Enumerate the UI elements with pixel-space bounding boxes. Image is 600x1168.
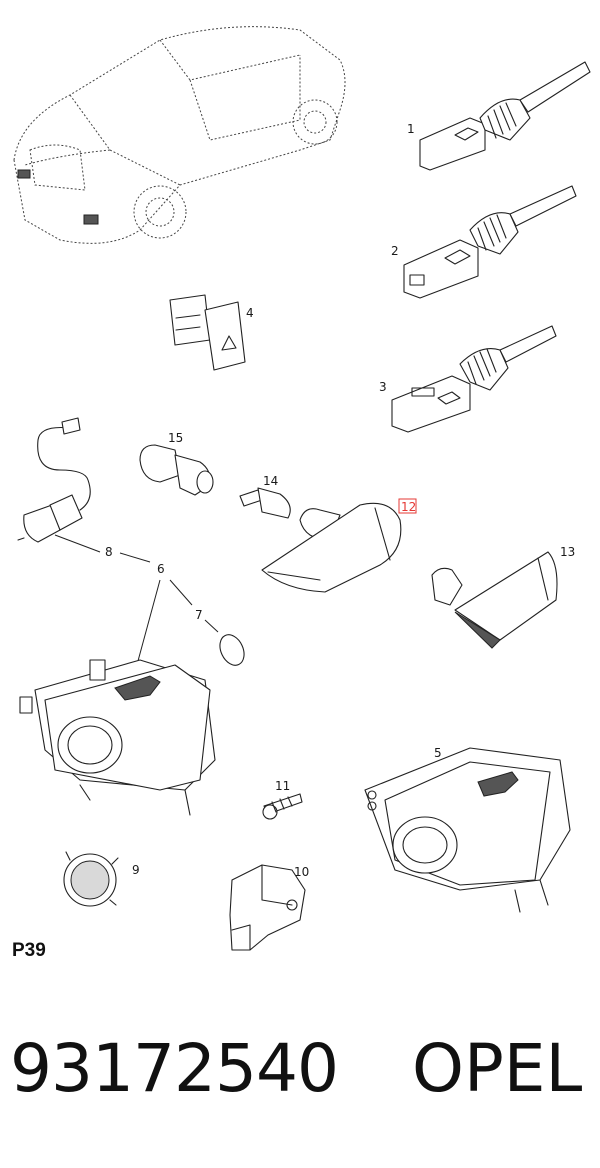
fog-lamp-marker-right	[83, 214, 99, 225]
part-7-cap	[219, 634, 245, 666]
callout-10: 10	[294, 865, 309, 879]
callout-5: 5	[434, 746, 442, 760]
callout-1: 1	[407, 122, 415, 136]
callout-12-highlight	[398, 498, 417, 514]
part-12-side-indicator	[261, 502, 402, 593]
part-9-fog-lamp-insert	[63, 851, 119, 907]
part-8-bulb	[17, 417, 91, 543]
part-5-fog-lamp	[364, 747, 571, 913]
callout-12: 12	[401, 500, 416, 514]
part-6-fog-lamp-housing	[19, 659, 216, 816]
car-illustration	[13, 26, 346, 244]
part-11-screw	[262, 793, 303, 820]
callout-9: 9	[132, 863, 140, 877]
fog-lamp-marker-left	[17, 169, 31, 179]
part-10-bracket	[229, 864, 306, 951]
callout-2: 2	[391, 244, 399, 258]
callout-7: 7	[195, 608, 203, 622]
part-4-hazard-switch	[169, 294, 246, 371]
callout-15: 15	[168, 431, 183, 445]
part-14-bulb	[239, 487, 291, 519]
brand-name: OPEL	[412, 1030, 583, 1107]
part-13-side-indicator	[431, 551, 558, 649]
part-1-switch	[419, 61, 591, 171]
callout-8: 8	[105, 545, 113, 559]
part-2-switch	[403, 185, 577, 299]
footer: 93172540 OPEL	[0, 1030, 600, 1120]
callout-11: 11	[275, 779, 290, 793]
callout-4: 4	[246, 306, 254, 320]
callout-14: 14	[263, 474, 278, 488]
part-3-switch	[391, 325, 557, 433]
part-number: 93172540	[10, 1030, 339, 1107]
callout-13: 13	[560, 545, 575, 559]
part-15-bulb-socket	[139, 444, 214, 496]
callout-3: 3	[379, 380, 387, 394]
page-label: P39	[12, 940, 46, 961]
callout-6: 6	[157, 562, 165, 576]
